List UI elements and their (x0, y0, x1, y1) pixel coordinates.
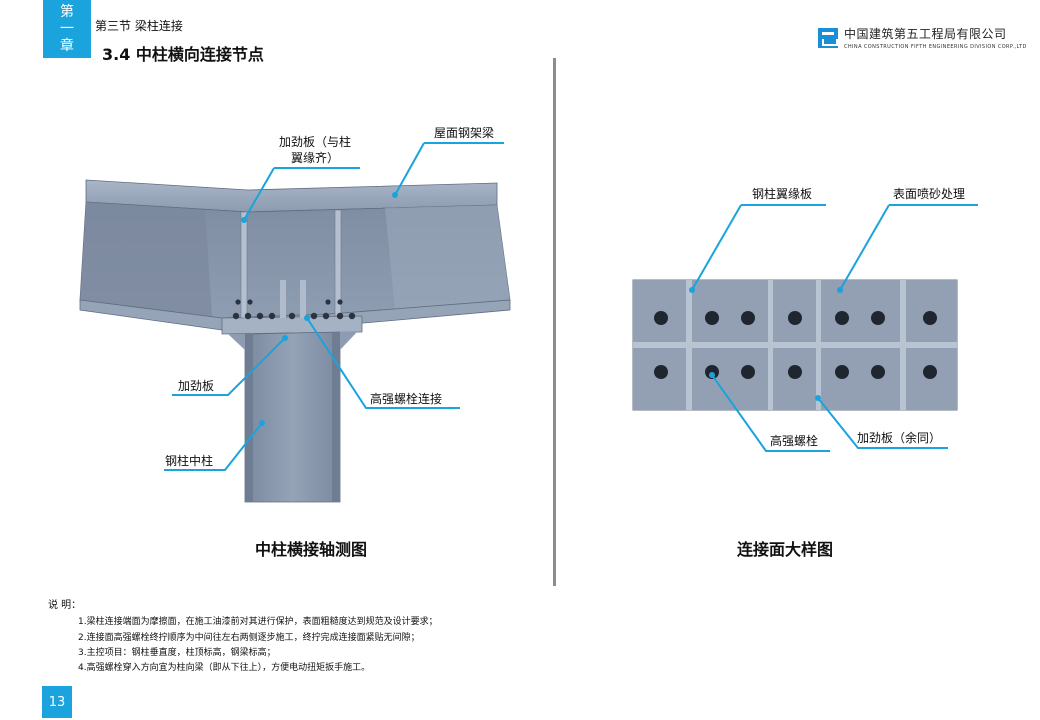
callout-sandblast-surface: 表面喷砂处理 (893, 187, 966, 201)
callout-stiffener: 加劲板 (178, 379, 215, 393)
notes-item: 3.主控项目：钢柱垂直度，柱顶标高，钢梁标高； (78, 648, 276, 658)
callout-stiffener-flush: 加劲板（与柱 翼缘齐） (279, 134, 351, 166)
beam-stiffener (240, 211, 248, 319)
column-flange (245, 334, 253, 502)
rib-plate (300, 280, 306, 318)
company-name-en: CHINA CONSTRUCTION FIFTH ENGINEERING DIV… (844, 44, 1027, 50)
callout-roof-beam: 屋面钢架梁 (434, 126, 495, 140)
callout-line: 加劲板（与柱 (279, 135, 352, 149)
notes-title: 说 明： (48, 600, 82, 611)
steel-column (244, 331, 341, 503)
callout-steel-column: 钢柱中柱 (165, 454, 214, 468)
callout-hs-bolt-connection: 高强螺栓连接 (370, 392, 443, 406)
chapter-tab-char: 第 (60, 3, 74, 20)
column-stiffener (340, 332, 357, 350)
right-figure-caption: 连接面大样图 (737, 540, 834, 559)
column-stiffener (228, 334, 245, 350)
column-flange (332, 332, 340, 502)
rib-plate (280, 280, 286, 318)
callout-hs-bolt: 高强螺栓 (770, 434, 819, 448)
chapter-tab-char: 一 (60, 20, 74, 37)
leader-dots (241, 192, 843, 426)
beam-web-shadow (80, 202, 212, 316)
company-logo-icon (818, 27, 838, 48)
chapter-tab: 第 一 章 (43, 0, 91, 58)
callout-column-flange-plate: 钢柱翼缘板 (752, 187, 813, 201)
leader-lines (164, 142, 978, 471)
page-heading: 3.4 中柱横向连接节点 (102, 45, 264, 64)
notes-item: 4.高强螺栓穿入方向宜为柱向梁（即从下往上），方便电动扭矩扳手施工。 (78, 663, 371, 673)
beam-web-highlight (385, 205, 510, 310)
figure-divider (553, 58, 556, 586)
notes-item: 2.连接面高强螺栓终拧顺序为中间往左右两侧逐步施工，终拧完成连接面紧贴无间隙； (78, 633, 420, 643)
notes-item: 1.梁柱连接端面为摩擦面，在施工油漆前对其进行保护，表面粗糙度达到规范及设计要求… (78, 617, 438, 627)
section-label: 第三节 梁柱连接 (95, 19, 183, 33)
callout-stiffener-same: 加劲板（余同） (857, 431, 942, 445)
left-figure-caption: 中柱横接轴测图 (255, 540, 368, 559)
page-number: 13 (42, 686, 72, 718)
bolt-group (232, 299, 356, 320)
company-name-cn: 中国建筑第五工程局有限公司 (844, 27, 1007, 41)
callout-line: 翼缘齐） (291, 151, 340, 165)
chapter-tab-char: 章 (60, 37, 74, 54)
high-strength-bolts (654, 311, 937, 379)
stiffener-lines (633, 280, 957, 410)
connection-face-drawing (632, 279, 958, 411)
company-logo: 中国建筑第五工程局有限公司 CHINA CONSTRUCTION FIFTH E… (818, 25, 1027, 50)
isometric-joint-drawing (79, 179, 511, 503)
